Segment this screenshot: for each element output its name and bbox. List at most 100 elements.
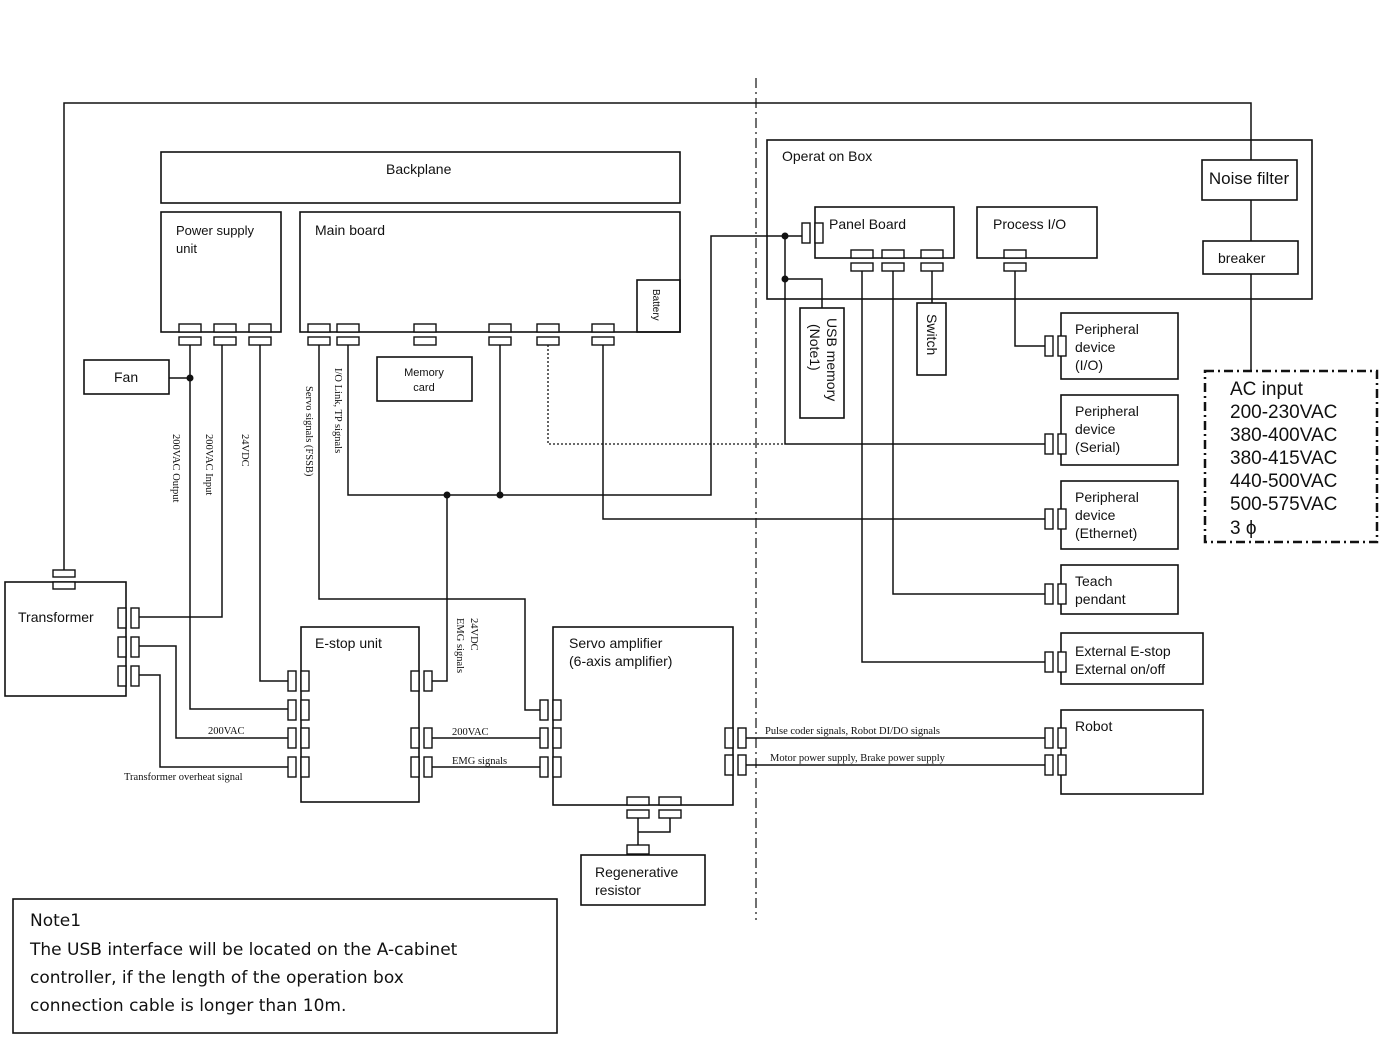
connector — [117, 607, 127, 629]
wire-regen-b — [638, 818, 671, 833]
signal-io-link: I/O Link, TP signals — [332, 368, 343, 453]
servo-amp-label: Servo amplifier — [569, 635, 663, 651]
connector — [1057, 433, 1067, 455]
connector — [410, 670, 420, 692]
connector — [287, 756, 297, 778]
connector — [1057, 651, 1067, 673]
signal-200vac-input: 200VAC Input — [203, 434, 214, 495]
connector — [300, 699, 310, 721]
wire-teach — [892, 271, 1045, 595]
connector — [591, 336, 615, 346]
connector — [300, 756, 310, 778]
periph-io-label-2: device — [1075, 339, 1116, 355]
servo-amp-label-2: (6-axis amplifier) — [569, 653, 672, 669]
wire-fssb — [318, 345, 540, 711]
transformer-label: Transformer — [18, 609, 94, 625]
operation-box — [766, 139, 1313, 300]
connector — [814, 222, 824, 244]
ac-input-line: 3 ϕ — [1230, 518, 1257, 539]
connector — [881, 262, 905, 272]
wire-serial-dotted — [547, 345, 785, 445]
connector — [248, 336, 272, 346]
operation-box-label: Operat on Box — [782, 148, 872, 164]
note-line: connection cable is longer than 10m. — [30, 996, 346, 1016]
connector — [536, 323, 560, 333]
power-supply-label: Power supply — [176, 223, 255, 238]
connector — [287, 699, 297, 721]
regen-label: Regenerative — [595, 864, 678, 880]
wire-process-io — [1014, 271, 1045, 347]
connector — [724, 727, 734, 749]
connector — [1044, 727, 1054, 749]
connector — [658, 796, 682, 806]
ac-input-line: 500-575VAC — [1230, 494, 1337, 515]
note-line: The USB interface will be located on the… — [29, 940, 458, 960]
regen-box — [580, 854, 706, 906]
connector — [1057, 754, 1067, 776]
periph-io-label: Peripheral — [1075, 321, 1139, 337]
usb-memory-label-2: (Note1) — [807, 324, 823, 371]
connector — [488, 323, 512, 333]
signal-200vac-a: 200VAC — [208, 726, 245, 737]
connector — [300, 727, 310, 749]
connector — [410, 727, 420, 749]
wire-200vac-output — [189, 345, 288, 710]
wire-io-link — [347, 235, 802, 496]
connector — [307, 323, 331, 333]
connector — [307, 336, 331, 346]
connector — [1044, 508, 1054, 530]
signal-pulse: Pulse coder signals, Robot DI/DO signals — [765, 726, 940, 737]
wire-24vdc-emg — [432, 495, 448, 682]
junction-dot — [781, 232, 789, 240]
wire-ethernet — [602, 345, 1045, 520]
teach-pendant-label-2: pendant — [1075, 591, 1126, 607]
wire-ac-feed — [63, 102, 1252, 570]
note-title: Note1 — [30, 911, 81, 931]
backplane-box — [160, 151, 681, 204]
connector — [117, 665, 127, 687]
connector — [1057, 727, 1067, 749]
connector — [539, 756, 549, 778]
teach-pendant-label: Teach — [1075, 573, 1112, 589]
usb-memory-label: USB memory — [824, 318, 840, 401]
transformer-box — [4, 581, 127, 697]
breaker-label: breaker — [1218, 250, 1266, 266]
connector — [336, 336, 360, 346]
connector — [1044, 433, 1054, 455]
robot-box — [1060, 709, 1204, 795]
battery-box — [636, 279, 681, 333]
estop-label: E-stop unit — [315, 635, 382, 651]
main-board-label: Main board — [315, 222, 385, 238]
wire-200vac-input — [139, 345, 223, 618]
signal-overheat: Transformer overheat signal — [124, 772, 243, 783]
connector — [850, 249, 874, 259]
junction-dot — [781, 275, 789, 283]
note-line: controller, if the length of the operati… — [30, 968, 404, 988]
signal-200vac-b: 200VAC — [452, 727, 489, 738]
noise-filter-box — [1201, 159, 1298, 201]
wire-overheat — [139, 674, 288, 768]
signal-24vdc: 24VDC — [239, 434, 250, 467]
connector — [626, 796, 650, 806]
connector — [117, 636, 127, 658]
memory-card-box — [376, 356, 473, 402]
fan-box — [83, 359, 170, 395]
connector — [1044, 583, 1054, 605]
signal-fssb: Servo signals (FSSB) — [303, 386, 314, 477]
connector — [1044, 651, 1054, 673]
connector — [410, 756, 420, 778]
connector — [737, 754, 747, 776]
signal-24vdc-emg-2: EMG signals — [454, 618, 465, 673]
connector — [658, 809, 682, 819]
junction-dot — [443, 491, 451, 499]
memory-card-label-2: card — [413, 382, 434, 394]
estop-unit-box — [300, 626, 420, 803]
fan-label: Fan — [114, 369, 138, 385]
wire-panel-serial — [784, 279, 1045, 445]
signal-emg: EMG signals — [452, 756, 507, 767]
periph-serial-label-3: (Serial) — [1075, 439, 1120, 455]
ac-input-line: 380-415VAC — [1230, 448, 1337, 469]
process-io-label: Process I/O — [993, 216, 1066, 232]
periph-serial-label: Peripheral — [1075, 403, 1139, 419]
